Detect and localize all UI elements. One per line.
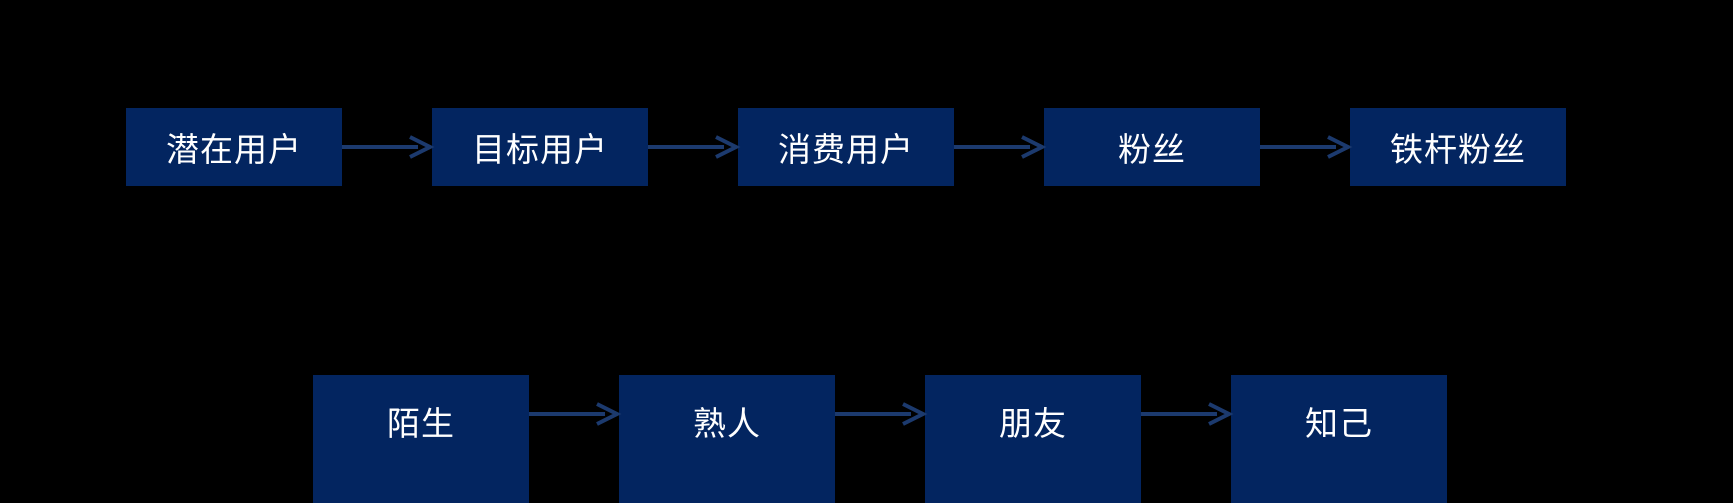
node-label: 潜在用户 [166, 131, 302, 168]
node-potential-user[interactable]: 潜在用户 [126, 108, 342, 186]
node-consumer-user[interactable]: 消费用户 [738, 108, 954, 186]
node-fan[interactable]: 粉丝 [1044, 108, 1260, 186]
flow-row-relationship-journey: 陌生 熟人 朋友 知己 [313, 375, 1447, 503]
node-target-user[interactable]: 目标用户 [432, 108, 648, 186]
arrow-fan-to-core-fan [1260, 132, 1353, 162]
node-label: 朋友 [999, 405, 1067, 442]
node-acquaintance[interactable]: 熟人 [619, 375, 835, 503]
node-core-fan[interactable]: 铁杆粉丝 [1350, 108, 1566, 186]
arrow-stranger-to-acquaintance [529, 399, 622, 429]
node-label: 熟人 [693, 405, 761, 442]
arrow-potential-to-target [342, 132, 435, 162]
node-label: 铁杆粉丝 [1390, 131, 1526, 168]
node-label: 消费用户 [778, 131, 914, 168]
flow-row-user-journey: 潜在用户 目标用户 消费用户 粉丝 [126, 108, 1566, 186]
arrow-friend-to-confidant [1141, 399, 1234, 429]
arrow-target-to-consumer [648, 132, 741, 162]
node-label: 目标用户 [472, 131, 608, 168]
arrow-acquaintance-to-friend [835, 399, 928, 429]
node-stranger[interactable]: 陌生 [313, 375, 529, 503]
node-confidant[interactable]: 知己 [1231, 375, 1447, 503]
arrow-consumer-to-fan [954, 132, 1047, 162]
node-friend[interactable]: 朋友 [925, 375, 1141, 503]
node-label: 知己 [1305, 405, 1373, 442]
node-label: 粉丝 [1118, 131, 1186, 168]
node-label: 陌生 [387, 405, 455, 442]
